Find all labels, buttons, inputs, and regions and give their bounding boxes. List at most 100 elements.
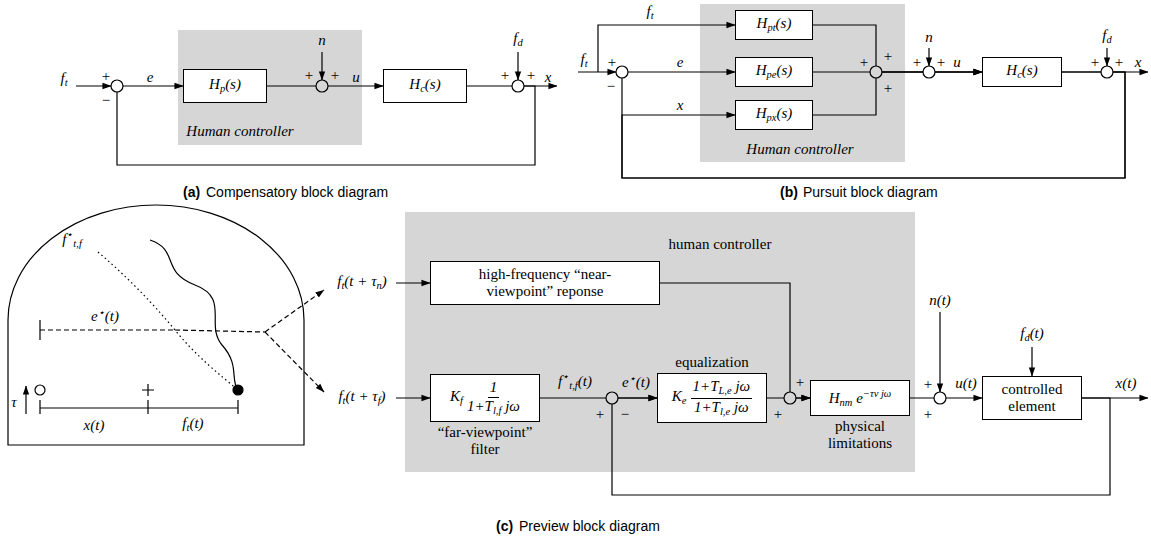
text-run: d [517,37,522,48]
text-run: “far-viewpoint” filter [438,424,533,457]
caption-tag: (a) [183,185,200,199]
far-viewpoint-trajectory [98,252,238,390]
signal-label: e [677,55,684,70]
disturbance-line [517,52,518,80]
text-run: K [450,388,460,404]
signal-label: ft(t + τf) [338,389,385,407]
signal-label: fd [1102,28,1111,46]
limitation-box: Hnm e−τv jωphysical limitations [810,380,910,416]
text-run: f [62,231,66,247]
text-run: human controller [669,236,772,252]
text-run: 1+T [693,378,719,394]
sign-label: + [305,68,313,83]
signal-label: f⋆t,f(t) [558,372,592,391]
text-run: l,f [493,405,501,416]
process-box: controlled element [982,376,1082,421]
text-run: + [305,67,313,83]
transfer-box: Hp(s) [183,69,267,103]
summing-junction [934,392,946,404]
text-run: ) [381,388,386,404]
text-run: n [377,280,382,291]
text-run: + [774,406,782,422]
signal-label: n [318,33,326,48]
text-run: (b) [780,184,798,200]
summing-junction [512,80,524,92]
text-run: pe [767,70,777,81]
signal-connector [622,72,1125,178]
summing-junction [606,392,618,404]
text-run: τ [11,394,16,410]
text-run: (t + τ [346,388,378,404]
text-run: 1+T [694,399,720,415]
text-run: 1 [490,379,498,395]
text-run: (t) [189,415,203,431]
sign-label: − [621,407,629,422]
denominator-text: 1+Tl,f jω [467,398,520,417]
signal-label: e⋆(t) [622,374,650,391]
fraction: 1 1+Tl,f jω [467,379,520,417]
text-run: (s) [776,105,792,121]
text-run: nm [840,396,853,407]
box-caption: equalization [652,354,772,371]
text-run: Preview block diagram [519,518,660,534]
sign-label: + [501,68,509,83]
text-run: p [220,84,225,95]
controller-band-fill [178,30,362,145]
signal-connector [622,72,1125,178]
text-run: t [585,58,588,69]
text-run: l,e [720,406,730,417]
noise-line [928,48,929,66]
signal-label: ft(t) [182,416,203,434]
text-run: x(t) [84,417,105,433]
far-input-line [396,397,430,398]
text-run: n(t) [929,292,951,308]
summing-junction [923,66,935,78]
summing-junction [1101,66,1113,78]
signal-label: ft [646,4,653,22]
signal-label: fd [513,31,522,49]
disturbance-line [1031,347,1032,376]
text-run: f [337,273,341,289]
text-run: d [1106,34,1111,45]
signal-label: x [677,98,684,113]
text-run: + [1091,54,1099,70]
text-run: e [91,308,98,324]
sign-label: + [102,69,110,84]
text-run: f [182,415,186,431]
text-run: ) [382,273,387,289]
signal-label: u(t) [955,376,977,391]
signal-label: ft [60,71,67,89]
text-run: K [672,388,682,404]
text-run: + [501,67,509,83]
text-run: + [884,48,892,64]
text-run: t [187,422,190,433]
text-run: f [513,30,517,46]
viewpoint-arrow [265,290,324,332]
caption-tag: (b) [780,185,798,199]
sign-label: + [1115,55,1123,70]
controller-band: human controllerhigh-frequency “near-vie… [405,212,915,472]
caption: Pursuit block diagram [803,185,938,199]
text-run: e [147,69,154,85]
text-run: u [352,69,360,85]
signal-label: u [953,55,961,70]
text-run: f [1020,325,1024,341]
text-run: H [757,15,768,31]
sign-label: + [884,81,892,96]
band-title: Human controller [746,141,853,158]
text-run: + [913,54,921,70]
text-run: 1+T [467,398,493,414]
numerator-text: 1+TL,e jω [691,378,753,399]
text-run: + [527,67,535,83]
text-run: H [209,76,220,92]
signal-label: n(t) [929,293,951,308]
text-run: x [1135,54,1142,70]
text-run: jω [501,398,520,414]
preview-display [8,205,304,445]
transfer-box: Hpx(s) [735,100,813,129]
text-run: (t) [1030,325,1044,341]
text-run: ⋆ [66,229,73,240]
text-run: physical limitations [828,418,892,451]
text-run: + [331,67,339,83]
signal-connector [813,72,982,115]
